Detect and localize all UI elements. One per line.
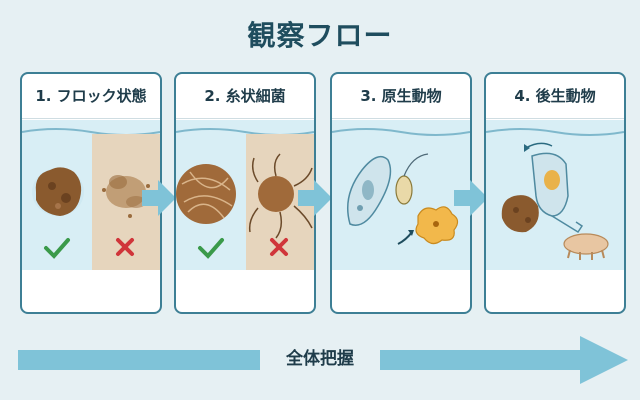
paramecium-icon (347, 155, 392, 226)
tardigrade-icon (563, 233, 609, 260)
flow-arrow-icon (454, 180, 488, 216)
diagram-title: 観察フロー (247, 19, 393, 52)
flow-arrow-icon (298, 180, 332, 216)
protozoa-scene (332, 120, 470, 270)
step-label: 3. 原生動物 (332, 74, 470, 119)
overview-label: 全体把握 (260, 343, 380, 375)
amoeba-icon (415, 206, 459, 245)
dispersed-floc-icon (102, 175, 150, 218)
floc-particle-icon (501, 195, 539, 233)
filament-overgrowth-icon (248, 153, 313, 239)
flow-arrow-icon (142, 180, 176, 216)
cross-icon (116, 238, 134, 256)
step-label: 2. 糸状細菌 (176, 74, 314, 119)
step-card-metazoa: 4. 後生動物 (484, 72, 626, 314)
rotifer-icon (524, 142, 584, 234)
step-label: 1. フロック状態 (22, 74, 160, 119)
step-label: 4. 後生動物 (486, 74, 624, 119)
compact-floc-icon (32, 167, 84, 216)
filament-ball-icon (176, 164, 236, 224)
check-icon (198, 238, 224, 259)
step-card-floc: 1. フロック状態 (20, 72, 162, 314)
step-card-protozoa: 3. 原生動物 (330, 72, 472, 314)
check-icon (44, 238, 70, 259)
metazoa-scene (486, 120, 624, 270)
floc-scene (22, 120, 160, 270)
cross-icon (270, 238, 288, 256)
flagellate-icon (395, 153, 429, 205)
step-card-filament: 2. 糸状細菌 (174, 72, 316, 314)
filament-scene (176, 120, 314, 270)
